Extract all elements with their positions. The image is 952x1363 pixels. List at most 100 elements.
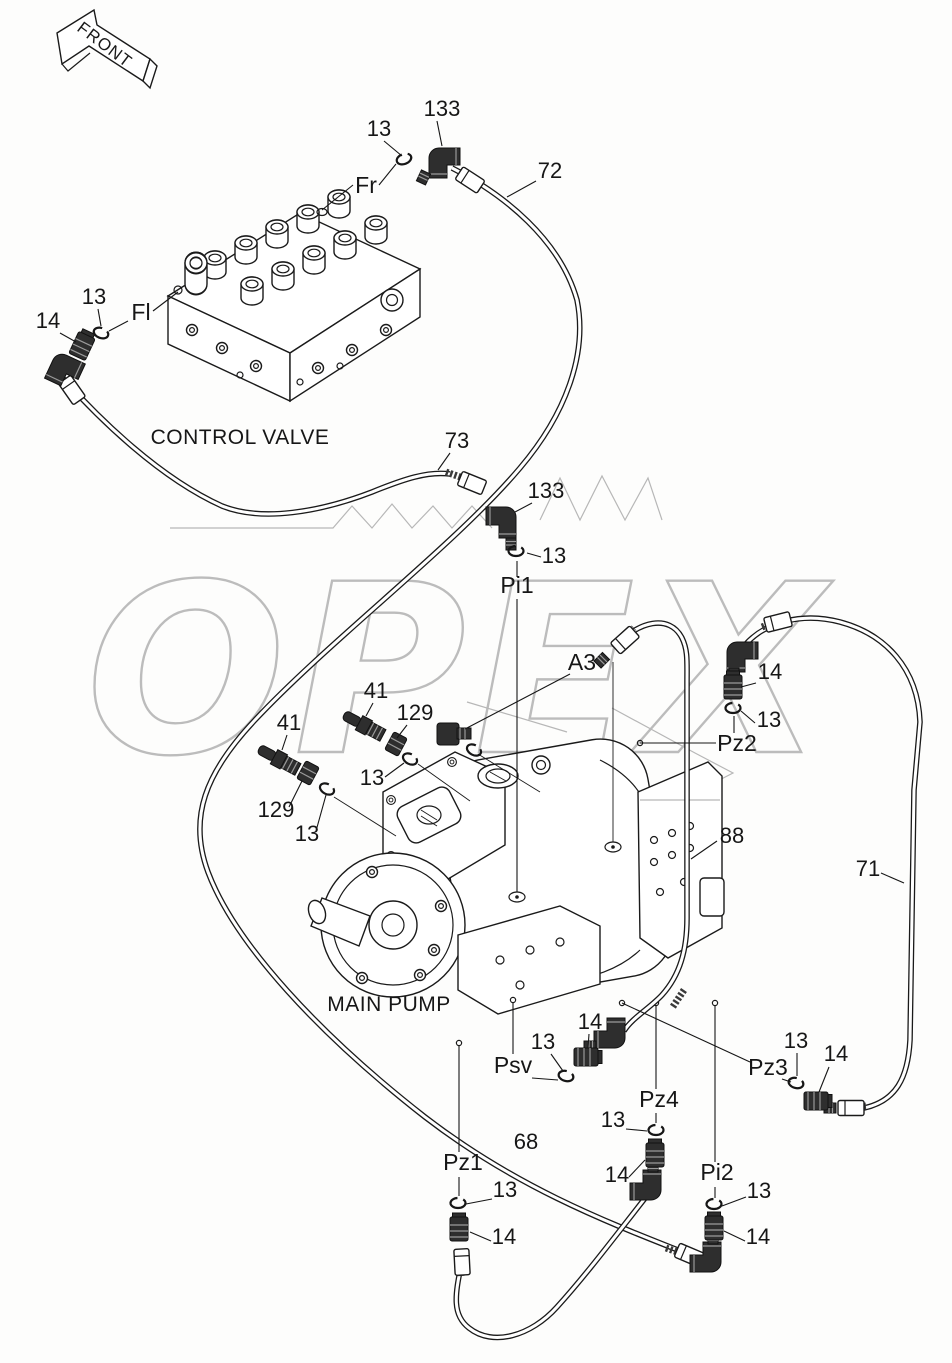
port-fl: [173, 285, 183, 295]
port-leader: [321, 184, 354, 211]
part-leader: [550, 1053, 564, 1072]
part-label-13: 13: [493, 1177, 517, 1202]
part-label-13: 13: [542, 543, 566, 568]
part-label-129: 129: [258, 797, 295, 822]
elbow-pi2: [689, 1241, 722, 1273]
port-label-fr: Fr: [355, 172, 377, 198]
part-leader: [625, 1128, 648, 1132]
part-leader: [365, 702, 374, 717]
part-label-129: 129: [397, 700, 434, 725]
part-label-14: 14: [758, 659, 782, 684]
part-leader: [628, 1159, 646, 1178]
part-label-68: 68: [514, 1129, 538, 1154]
part-leader: [288, 780, 303, 808]
main-pump-drawing: [307, 662, 725, 1047]
port-label-fl: Fl: [131, 299, 150, 325]
part-label-13: 13: [531, 1029, 555, 1054]
nipple-14: [573, 1047, 603, 1067]
part-leader: [436, 120, 443, 147]
part-label-72: 72: [538, 158, 562, 183]
part-label-13: 13: [601, 1107, 625, 1132]
part-label-13: 13: [367, 116, 391, 141]
part-label-71: 71: [856, 856, 880, 881]
port-label-pz1: Pz1: [443, 1149, 483, 1175]
port-label-psv: Psv: [494, 1052, 533, 1078]
part-label-133: 133: [424, 96, 461, 121]
part-label-13: 13: [360, 765, 384, 790]
title-label-main-pump: MAIN PUMP: [327, 993, 451, 1016]
control-valve-drawing: [166, 189, 422, 403]
part-label-14: 14: [746, 1224, 770, 1249]
port-pz1: [455, 1039, 463, 1047]
callouts-layer: CONTROL VALVE MAIN PUMP 13 133 72 14 13 73 133 13…: [36, 96, 905, 1249]
part-label-14: 14: [605, 1162, 629, 1187]
part-leader: [465, 1198, 493, 1205]
part-label-41: 41: [277, 710, 301, 735]
oring-13: [647, 1123, 665, 1137]
part-label-133: 133: [528, 478, 565, 503]
port-pz3: [618, 999, 626, 1007]
part-label-88: 88: [720, 823, 744, 848]
oring-13: [786, 1075, 806, 1091]
part-label-73: 73: [445, 428, 469, 453]
part-leader: [721, 1196, 747, 1207]
oring-13: [556, 1068, 576, 1084]
oring-13: [91, 324, 111, 342]
part-leader: [506, 180, 537, 198]
port-label-pz3: Pz3: [748, 1054, 788, 1080]
part-label-13: 13: [295, 821, 319, 846]
part-leader: [97, 308, 102, 327]
part-leader: [880, 872, 905, 884]
part-leader: [723, 1230, 746, 1242]
part-leader: [740, 710, 756, 724]
port-leader: [378, 163, 397, 186]
oring-13: [705, 1197, 723, 1211]
part-leader: [315, 794, 327, 832]
nipple-14: [645, 1138, 665, 1168]
elbow-pz4: [629, 1169, 662, 1201]
nipple-14: [68, 327, 98, 362]
part-leader: [396, 724, 408, 739]
port-label-pz2: Pz2: [717, 730, 757, 756]
part-label-13: 13: [82, 284, 106, 309]
port-leader: [621, 1002, 751, 1063]
elbow-133-pi1: [485, 506, 517, 539]
port-pi2: [711, 999, 719, 1007]
nipple-14: [723, 670, 743, 700]
port-leader: [464, 673, 571, 730]
watermark-zigzag: [539, 474, 663, 522]
port-leader: [531, 1077, 559, 1081]
port-leader: [152, 291, 179, 312]
part-leader: [740, 682, 757, 688]
part-leader: [818, 1066, 830, 1093]
part-leader: [514, 502, 533, 513]
oring-13: [449, 1196, 467, 1210]
port-label-pi2: Pi2: [700, 1159, 733, 1185]
part-leader: [526, 552, 542, 558]
port-fr: [316, 207, 328, 217]
a3-fitting: [436, 722, 472, 746]
front-arrow-depth: [142, 57, 158, 90]
part-leader: [587, 1033, 590, 1049]
nipple-14: [704, 1211, 724, 1241]
part-leader: [469, 1231, 492, 1242]
part-leader: [281, 734, 288, 751]
front-arrow-depth-edge: [61, 52, 91, 72]
part-label-13: 13: [784, 1028, 808, 1053]
port-psv: [509, 996, 517, 1004]
part-label-41: 41: [364, 678, 388, 703]
part-leader: [59, 332, 77, 343]
port-label-pz4: Pz4: [639, 1086, 679, 1112]
part-leader: [437, 452, 451, 471]
watermark-zigzag: [170, 503, 493, 529]
part-label-14: 14: [492, 1224, 516, 1249]
nipple-14: [803, 1091, 833, 1111]
title-label-control-valve: CONTROL VALVE: [151, 426, 330, 449]
front-arrow: FRONT: [56, 8, 158, 90]
port-leader: [108, 320, 129, 332]
port-label-a3: A3: [568, 649, 596, 675]
oring-13: [394, 150, 414, 168]
part-label-14: 14: [824, 1041, 848, 1066]
